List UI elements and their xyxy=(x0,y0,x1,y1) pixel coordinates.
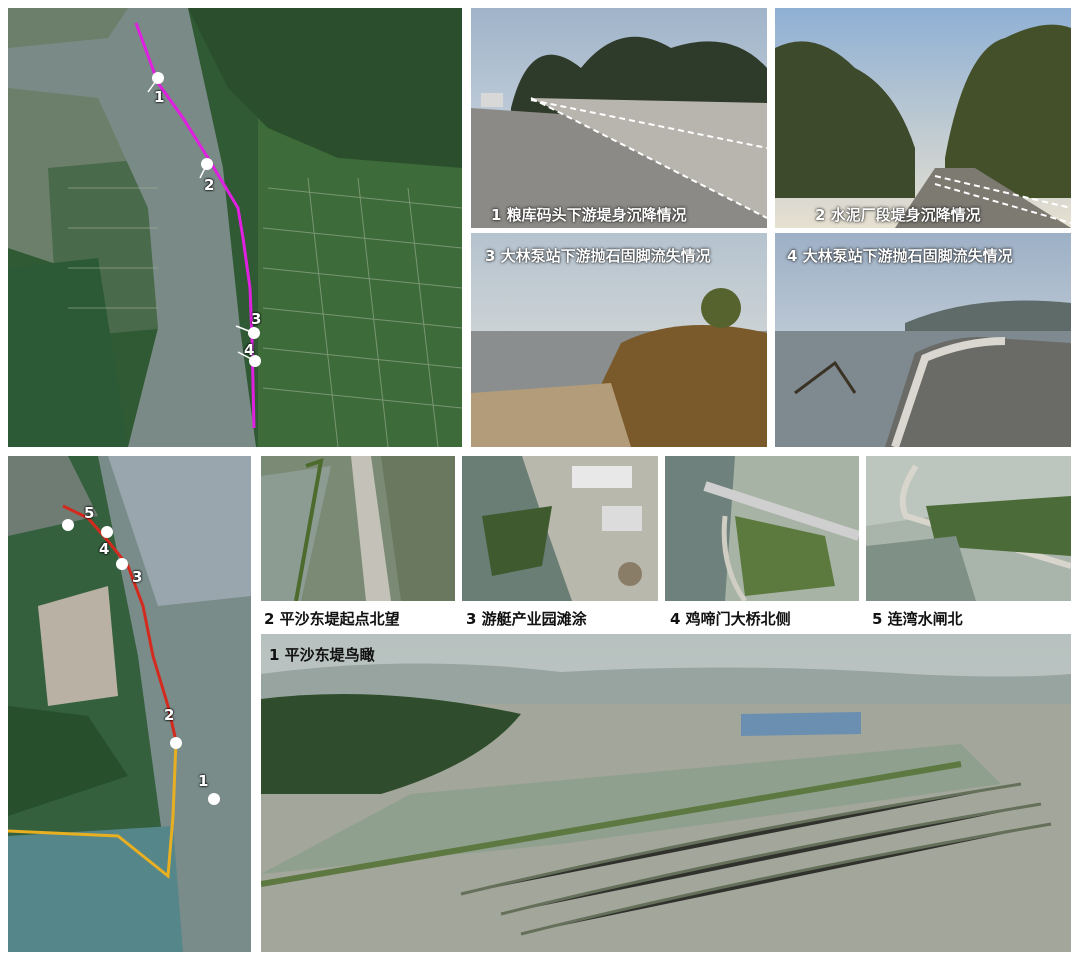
photo-lianwan-sluice-north xyxy=(866,456,1071,601)
photo-caption: 4 鸡啼门大桥北侧 xyxy=(670,610,791,628)
satellite-map-lower: 5 4 3 2 1 xyxy=(8,456,251,952)
dike-route-yellow xyxy=(8,740,178,879)
photo-embankment-settlement-1: 1 粮库码头下游堤身沉降情况 xyxy=(471,8,767,228)
photo-caption: 3 大林泵站下游抛石固脚流失情况 xyxy=(485,247,711,265)
marker-label: 2 xyxy=(164,706,175,724)
photo-caption: 2 水泥厂段堤身沉降情况 xyxy=(815,206,981,224)
map-marker xyxy=(208,793,220,805)
satellite-map-upper: 1 2 3 4 xyxy=(8,8,462,447)
marker-label: 4 xyxy=(244,341,255,359)
map-marker xyxy=(170,737,182,749)
marker-label: 5 xyxy=(84,504,95,522)
photo-caption: 1 粮库码头下游堤身沉降情况 xyxy=(491,206,687,224)
map-marker xyxy=(101,526,113,538)
marker-label: 2 xyxy=(204,176,215,194)
dike-route-magenta xyxy=(134,22,256,429)
photo-caption: 2 平沙东堤起点北望 xyxy=(264,610,400,628)
photo-yacht-industrial-park xyxy=(462,456,658,601)
marker-label: 3 xyxy=(251,310,262,328)
map-marker xyxy=(116,558,128,570)
map-marker xyxy=(62,519,74,531)
photo-caption: 5 连湾水闸北 xyxy=(872,610,963,628)
dike-route-red xyxy=(62,504,178,742)
photo-caption: 1 平沙东堤鸟瞰 xyxy=(269,646,375,664)
marker-label: 4 xyxy=(99,540,110,558)
marker-label: 1 xyxy=(198,772,209,790)
marker-label: 1 xyxy=(154,88,165,106)
photo-pingsha-east-dike-aerial: 1 平沙东堤鸟瞰 xyxy=(261,634,1071,952)
photo-caption: 4 大林泵站下游抛石固脚流失情况 xyxy=(787,247,1013,265)
photo-jitimen-bridge-north xyxy=(665,456,859,601)
photo-caption: 3 游艇产业园滩涂 xyxy=(466,610,587,628)
photo-embankment-settlement-2: 2 水泥厂段堤身沉降情况 xyxy=(775,8,1071,228)
photo-riprap-loss-3: 3 大林泵站下游抛石固脚流失情况 xyxy=(471,233,767,447)
marker-label: 3 xyxy=(132,568,143,586)
photo-pingsha-east-dike-start xyxy=(261,456,455,601)
photo-riprap-loss-4: 4 大林泵站下游抛石固脚流失情况 xyxy=(775,233,1071,447)
